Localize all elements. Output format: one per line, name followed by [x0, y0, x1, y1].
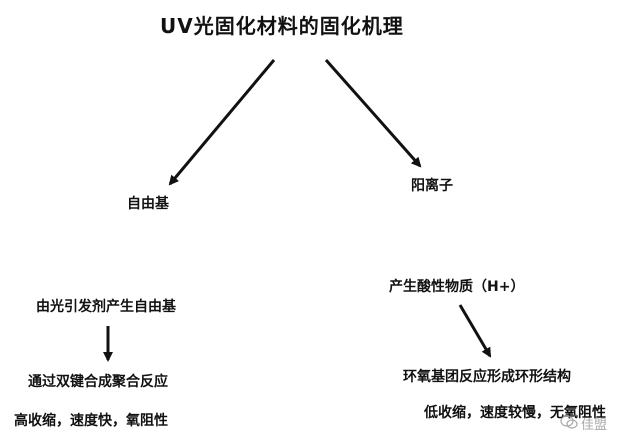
watermark-text: 佳盟 — [581, 418, 608, 433]
radical-step2-text: 通过双键合成聚合反应 — [28, 374, 168, 390]
diagram-title: UV光固化材料的固化机理 — [160, 14, 404, 38]
radical-step1-text: 由光引发剂产生自由基 — [36, 299, 176, 315]
arrow-to-radical — [168, 59, 276, 186]
cationic-step1-text: 产生酸性物质（H+） — [389, 279, 525, 295]
node-cationic: 阳离子 — [411, 178, 453, 194]
arrow-cationic-step — [458, 304, 492, 358]
radical-properties-text: 高收缩，速度快，氧阻性 — [14, 413, 168, 429]
node-radical: 自由基 — [127, 196, 169, 212]
arrow-to-cationic — [324, 59, 422, 168]
wechat-logo-icon — [560, 415, 578, 433]
cationic-step2-text: 环氧基团反应形成环形结构 — [403, 369, 571, 385]
watermark: 佳盟 — [560, 414, 607, 433]
cationic-properties-text: 低收缩，速度较慢，无氧阻性 — [424, 405, 606, 421]
